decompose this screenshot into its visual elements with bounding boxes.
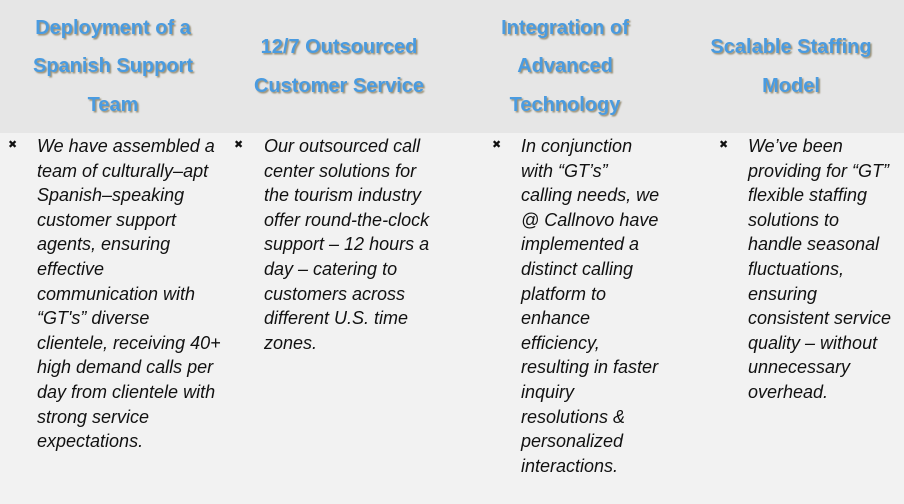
column-body: We’ve been providing for “GT” flexible s…	[748, 136, 892, 402]
column-scalable-staffing: Scalable Staffing Model ✖ We’ve been pro…	[678, 0, 904, 504]
column-title-text: Integration of Advanced Technology	[501, 16, 629, 116]
column-title-text: Scalable Staffing Model	[710, 36, 872, 97]
x-mark-icon: ✖	[492, 139, 502, 151]
x-mark-icon: ✖	[719, 139, 729, 151]
column-spanish-support: Deployment of a Spanish Support Team ✖ W…	[0, 0, 226, 504]
column-body: Our outsourced call center solutions for…	[264, 136, 430, 353]
column-title-text: Deployment of a Spanish Support Team	[33, 16, 193, 116]
x-mark-icon: ✖	[234, 139, 244, 151]
column-title: Deployment of a Spanish Support Team	[0, 0, 226, 133]
column-outsourced-service: 12/7 Outsourced Customer Service ✖ Our o…	[226, 0, 452, 504]
column-title: Scalable Staffing Model	[678, 0, 904, 133]
column-body: We have assembled a team of culturally–a…	[37, 136, 221, 452]
column-advanced-technology: Integration of Advanced Technology ✖ In …	[452, 0, 678, 504]
column-body: In conjunction with “GT’s” calling needs…	[521, 136, 660, 476]
column-title: Integration of Advanced Technology	[452, 0, 678, 133]
x-mark-icon: ✖	[8, 139, 18, 151]
column-title-text: 12/7 Outsourced Customer Service	[253, 36, 425, 97]
column-title: 12/7 Outsourced Customer Service	[226, 0, 452, 133]
header-band	[0, 0, 904, 133]
